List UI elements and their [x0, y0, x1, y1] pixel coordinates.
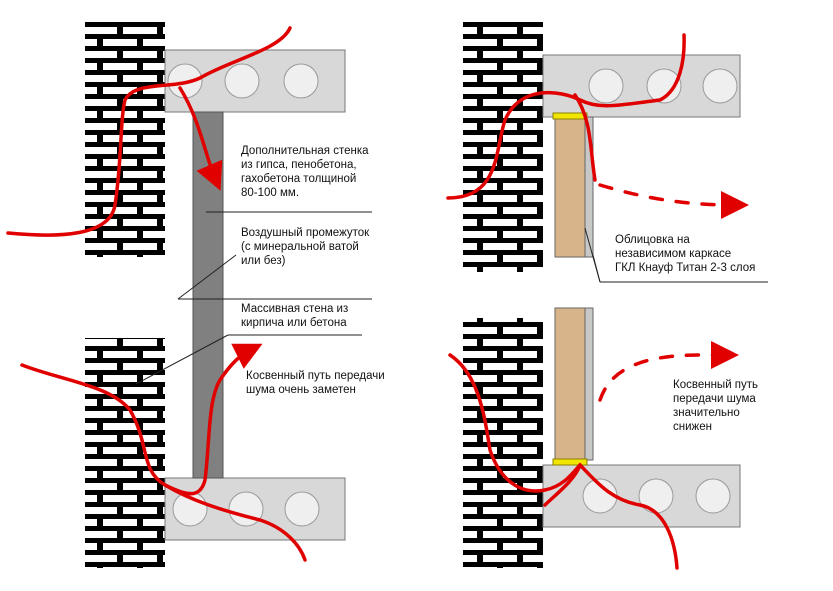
label-line: независимом каркасе: [615, 248, 732, 260]
left-noise-paths: [6, 26, 307, 562]
label-line: Воздушный промежуток: [241, 227, 370, 239]
label-line: Облицовка на: [615, 234, 690, 246]
right-dashed-noise-paths: [598, 183, 749, 402]
left-brick-wall-upper: [85, 22, 165, 257]
right-brick-wall-upper: [463, 22, 543, 272]
right-panel: [446, 22, 768, 570]
label-line: кирпича или бетона: [241, 317, 347, 329]
label-extra-wall: Дополнительная стенка из гипса, пенобето…: [241, 144, 369, 200]
label-line: из гипса, пенобетона,: [241, 159, 357, 171]
label-line: Дополнительная стенка: [241, 145, 369, 157]
label-indirect-path-left: Косвенный путь передачи шума очень замет…: [246, 369, 385, 397]
right-brick-wall-lower: [463, 318, 543, 568]
label-line: ГКЛ Кнауф Титан 2-3 слоя: [615, 262, 756, 274]
label-indirect-path-right: Косвенный путь передачи шума значительно…: [673, 378, 758, 434]
label-line: значительно: [673, 407, 740, 419]
label-massive-wall: Массивная стена из кирпича или бетона: [241, 302, 348, 330]
label-line: передачи шума: [673, 393, 756, 405]
label-line: (с минеральной ватой: [241, 241, 359, 253]
label-line: 80-100 мм.: [241, 187, 300, 199]
left-extra-gypsum-wall: [192, 111, 224, 479]
right-leader-lines: [584, 227, 768, 283]
label-line: снижен: [673, 421, 712, 433]
label-cladding: Облицовка на независимом каркасе ГКЛ Кна…: [615, 233, 755, 275]
left-lower-slab: [164, 477, 346, 541]
label-line: Косвенный путь передачи: [246, 370, 385, 382]
right-noise-paths: [446, 33, 686, 570]
left-brick-wall-lower: [85, 338, 165, 568]
label-line: Косвенный путь: [673, 379, 759, 391]
label-line: или без): [241, 255, 286, 267]
right-upper-slab: [542, 54, 741, 118]
right-cladding-lower: [552, 307, 594, 466]
label-line: шума очень заметен: [246, 384, 356, 396]
right-cladding-upper: [552, 112, 594, 258]
left-leader-lines: [135, 211, 372, 385]
label-air-gap: Воздушный промежуток (с минеральной вато…: [241, 226, 369, 268]
label-line: Массивная стена из: [241, 303, 349, 315]
left-panel: [6, 22, 372, 568]
label-line: гахобетона толщиной: [241, 173, 357, 185]
